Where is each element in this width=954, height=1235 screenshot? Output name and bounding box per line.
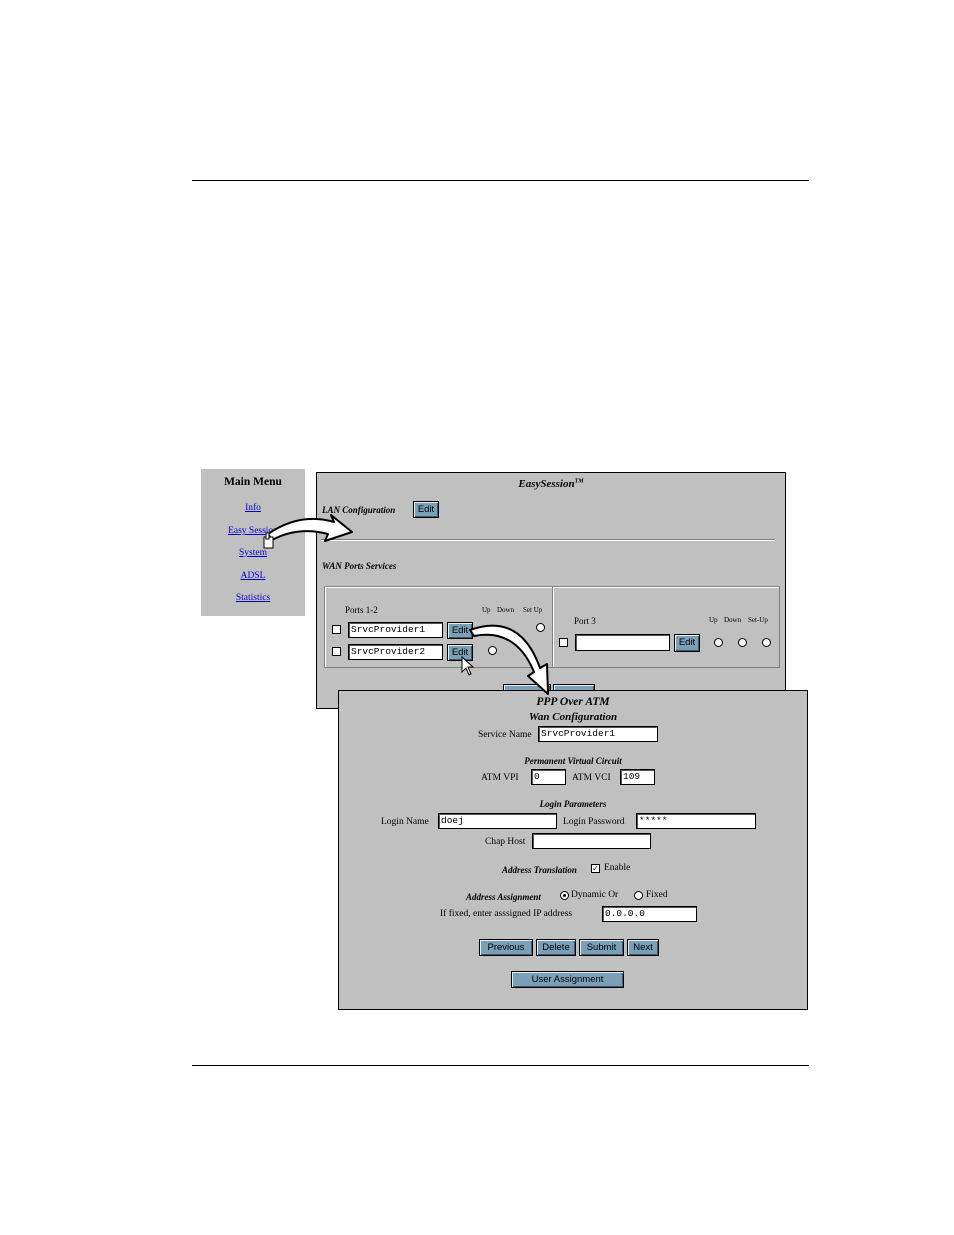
fixed-ip-label: If fixed, enter asssigned IP address <box>440 909 573 919</box>
submit-button[interactable]: Submit <box>579 939 624 956</box>
menu-link-info[interactable]: Info <box>245 503 261 513</box>
main-menu-panel: Main Menu Info Easy Session System ADSL … <box>201 469 305 616</box>
ppp-over-atm-panel: PPP Over ATM Wan Configuration Service N… <box>338 690 808 1010</box>
port-3-col-setup: Set-Up <box>748 616 768 624</box>
login-parameters-heading: Login Parameters <box>539 799 607 809</box>
port-2-checkbox[interactable] <box>332 647 341 656</box>
port-2-service-field[interactable]: SrvcProvider2 <box>348 644 443 660</box>
ports-1-2-col-setup: Set Up <box>523 606 543 614</box>
port-3-service-field[interactable] <box>575 634 670 651</box>
service-name-field[interactable]: SrvcProvider1 <box>538 726 658 742</box>
next-button[interactable]: Next <box>627 939 659 956</box>
address-translation-enable-label: Enable <box>604 863 631 873</box>
bottom-rule <box>192 1065 809 1066</box>
port-3-down-radio[interactable] <box>738 638 747 647</box>
ports-1-2-group: Ports 1-2 Up Down Set Up SrvcProvider1 E… <box>324 586 553 668</box>
menu-link-adsl[interactable]: ADSL <box>240 571 266 581</box>
port-1-checkbox[interactable] <box>332 625 341 634</box>
port-3-edit-button[interactable]: Edit <box>674 634 700 652</box>
atm-vci-label: ATM VCI <box>572 773 611 783</box>
lan-configuration-label: LAN Configuration <box>322 505 396 515</box>
login-name-label: Login Name <box>381 817 429 827</box>
fixed-ip-field[interactable]: 0.0.0.0 <box>602 906 697 922</box>
chap-host-field[interactable] <box>532 833 651 849</box>
login-password-label: Login Password <box>563 817 625 827</box>
easysession-panel: EasySessionTM LAN Configuration Edit WAN… <box>316 472 786 709</box>
dynamic-label: Dynamic Or <box>571 890 619 900</box>
ppp-subtitle: Wan Configuration <box>528 711 618 723</box>
ports-1-2-col-down: Down <box>497 606 515 614</box>
menu-link-system[interactable]: System <box>239 548 267 558</box>
ports-1-2-label: Ports 1-2 <box>345 605 378 615</box>
pvc-heading: Permanent Virtual Circuit <box>524 756 622 766</box>
service-name-label: Service Name <box>478 730 532 740</box>
wan-ports-services-label: WAN Ports Services <box>322 561 397 571</box>
port-1-service-field[interactable]: SrvcProvider1 <box>348 622 443 638</box>
login-password-field[interactable]: ***** <box>636 813 756 829</box>
port-3-group: Port 3 Up Down Set-Up Edit <box>552 586 780 668</box>
top-rule <box>192 180 809 181</box>
port-3-up-radio[interactable] <box>714 638 723 647</box>
login-name-field[interactable]: doej <box>438 813 557 829</box>
port-2-edit-button[interactable]: Edit <box>447 644 473 661</box>
atm-vpi-label: ATM VPI <box>481 773 519 783</box>
delete-button[interactable]: Delete <box>536 939 576 956</box>
dynamic-radio[interactable] <box>560 891 569 900</box>
menu-link-statistics[interactable]: Statistics <box>235 593 271 603</box>
atm-vpi-field[interactable]: 0 <box>531 769 566 785</box>
previous-button[interactable]: Previous <box>479 939 533 956</box>
fixed-radio[interactable] <box>634 891 643 900</box>
address-translation-checkbox[interactable]: ✓ <box>591 864 600 873</box>
main-menu-title: Main Menu <box>224 476 282 488</box>
atm-vci-field[interactable]: 109 <box>620 769 655 785</box>
port-3-col-up: Up <box>709 616 718 624</box>
address-translation-label: Address Translation <box>502 865 577 875</box>
chap-host-label: Chap Host <box>485 837 526 847</box>
user-assignment-button[interactable]: User Assignment <box>511 971 624 988</box>
port-3-setup-radio[interactable] <box>762 638 771 647</box>
lan-edit-button[interactable]: Edit <box>413 501 439 518</box>
fixed-label: Fixed <box>646 890 668 900</box>
ppp-title: PPP Over ATM <box>536 696 610 708</box>
menu-link-easy-session[interactable]: Easy Session <box>228 526 278 536</box>
port-2-up-radio[interactable] <box>488 646 497 655</box>
port-1-setup-radio[interactable] <box>536 623 545 632</box>
ports-1-2-col-up: Up <box>482 606 491 614</box>
address-assignment-label: Address Assignment <box>466 892 541 902</box>
port-1-edit-button[interactable]: Edit <box>447 622 473 639</box>
port-3-checkbox[interactable] <box>559 638 568 647</box>
lan-divider <box>321 539 775 541</box>
easysession-title: EasySessionTM <box>518 478 584 490</box>
port-3-col-down: Down <box>724 616 742 624</box>
port-3-label: Port 3 <box>574 616 596 626</box>
